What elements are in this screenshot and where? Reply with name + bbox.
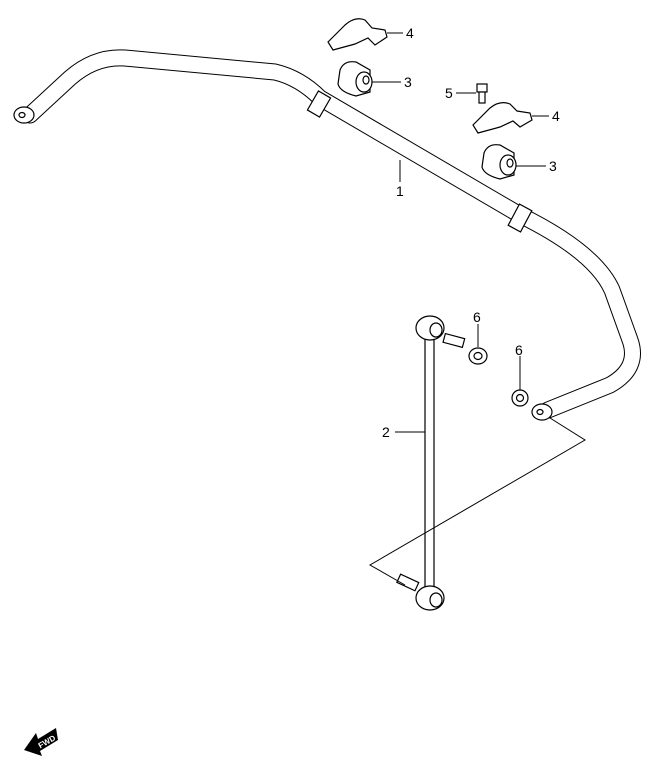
label-4b: 4 <box>552 108 560 124</box>
bushing-lower[interactable] <box>481 144 517 180</box>
label-1: 1 <box>396 183 404 199</box>
label-4a: 4 <box>406 25 414 41</box>
bracket-lower[interactable] <box>472 102 533 134</box>
nut-lower[interactable] <box>511 389 529 407</box>
bracket-upper[interactable] <box>327 18 388 51</box>
stabilizer-bar[interactable] <box>13 49 641 421</box>
bushing-upper[interactable] <box>337 61 373 97</box>
label-6b: 6 <box>515 342 523 358</box>
label-2: 2 <box>382 424 390 440</box>
bolt[interactable] <box>476 83 488 104</box>
nut-upper[interactable] <box>468 347 488 365</box>
label-3a: 3 <box>404 74 412 90</box>
leader-lines <box>372 32 549 433</box>
label-6a: 6 <box>473 309 481 325</box>
assembly-guide-line <box>368 417 586 586</box>
label-3b: 3 <box>549 158 557 174</box>
label-5: 5 <box>445 85 453 101</box>
fwd-arrow-icon: FWD <box>24 728 58 756</box>
stabilizer-link[interactable] <box>396 315 466 611</box>
